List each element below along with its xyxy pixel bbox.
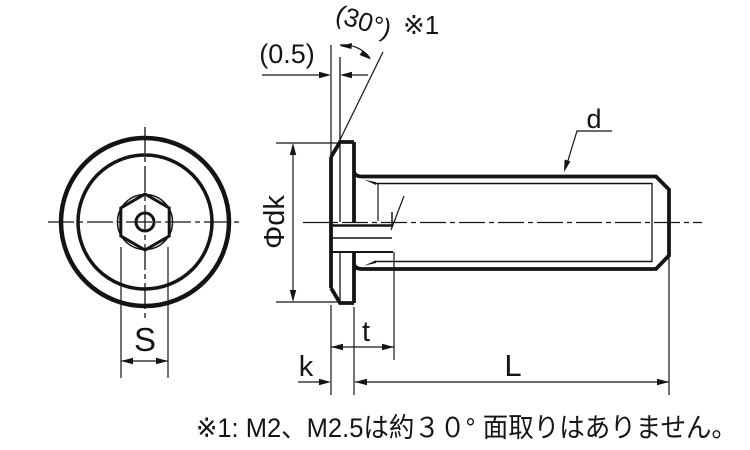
t-arrow-right: [382, 343, 394, 351]
dimension-face-width: [262, 45, 368, 157]
dimension-chamfer-angle: [334, 43, 384, 151]
label-head-height: k: [299, 351, 314, 383]
dk-extension-lines: [276, 142, 338, 303]
thread-lines: [364, 179, 653, 266]
label-socket-depth: t: [362, 316, 370, 348]
l-arrow-left: [355, 378, 367, 386]
angle-arrow-left: [340, 43, 352, 49]
d-leader-line: [565, 130, 612, 168]
front-view: [48, 127, 242, 320]
angle-arc: [339, 44, 371, 59]
label-face-width: (0.5): [259, 39, 315, 69]
leader-thread-diameter: [564, 130, 612, 172]
side-view: [303, 57, 702, 305]
label-chamfer-angle: (30°): [332, 0, 395, 44]
dimension-S: [120, 247, 169, 378]
label-head-diameter: Φdk: [259, 195, 291, 249]
shaft-outline: [352, 171, 671, 271]
label-shaft-length: L: [504, 348, 521, 383]
footnote-text: ※1: M2、M2.5は約３０° 面取りはありません。: [196, 413, 737, 443]
dk-arrow-top: [289, 143, 297, 155]
s-arrow-left: [121, 357, 133, 365]
chamfer-extension-line: [334, 51, 384, 151]
k-extension-lines: [330, 305, 355, 395]
dimension-dk: [276, 142, 338, 303]
angle-arrow-right: [359, 50, 371, 60]
face-arrow-right: [340, 71, 352, 79]
dk-arrow-bottom: [289, 290, 297, 302]
dimension-L: [355, 258, 670, 395]
thread-runout-bottom: [364, 260, 376, 266]
label-note-ref: ※1: [403, 10, 439, 40]
label-socket-size: S: [134, 321, 156, 358]
dimension-t: [331, 252, 395, 360]
label-thread-diameter: d: [586, 104, 601, 134]
socket-cone-line: [390, 195, 405, 231]
thread-runout-top: [364, 179, 376, 185]
s-extension-lines: [120, 247, 169, 378]
l-arrow-right: [657, 378, 669, 386]
socket-section: [331, 183, 405, 253]
t-arrow-left: [331, 343, 343, 351]
dimension-k: [298, 305, 355, 395]
face-arrow-left: [319, 71, 331, 79]
s-arrow-right: [156, 357, 168, 365]
d-leader-arrow: [564, 159, 571, 172]
k-arrow: [319, 378, 331, 386]
